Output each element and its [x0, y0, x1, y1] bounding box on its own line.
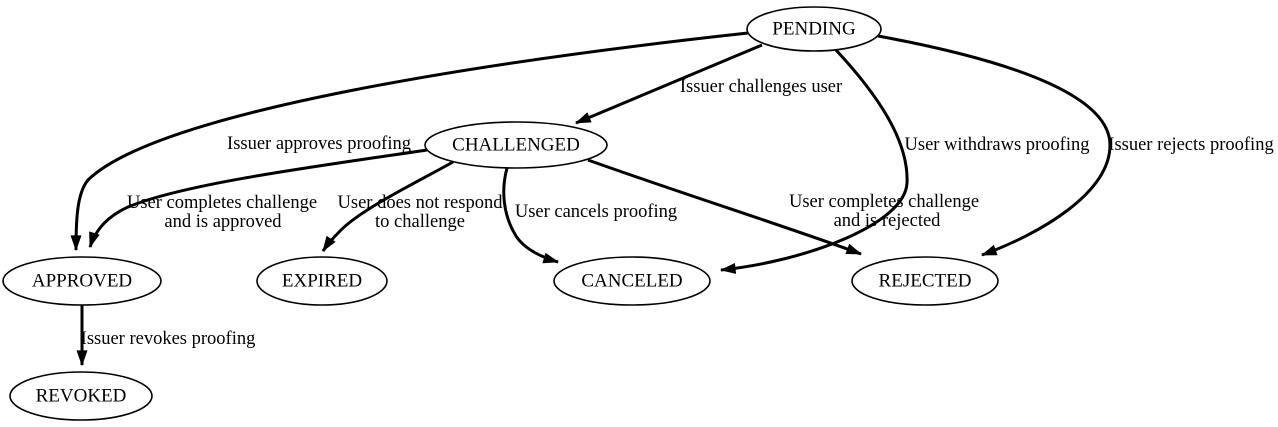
node-canceled: CANCELED: [553, 256, 711, 306]
edge-pending-to-canceled: [719, 48, 909, 274]
edge-label-challenged-to-approved-line1: User completes challenge: [127, 193, 317, 213]
node-expired-ellipse: [256, 256, 388, 306]
edge-label-challenged-to-expired-line2: to challenge: [375, 212, 465, 232]
node-canceled-label: CANCELED: [581, 271, 682, 292]
edge-label-challenged-to-rejected-line2: and is rejected: [834, 211, 942, 231]
node-expired: EXPIRED: [256, 256, 388, 306]
edge-label-approved-to-revoked-line1: Issuer revokes proofing: [81, 329, 256, 349]
node-challenged: CHALLENGED: [424, 121, 608, 169]
node-rejected: REJECTED: [851, 256, 999, 306]
node-pending: PENDING: [746, 6, 882, 52]
edge-challenged-to-rejected: [587, 158, 863, 256]
node-revoked-ellipse: [9, 371, 153, 421]
edge-pending-to-approved: [70, 31, 749, 252]
edge-label-challenged-to-expired-line1: User does not respond: [338, 193, 504, 213]
node-approved-label: APPROVED: [32, 271, 132, 292]
edge-label-challenged-to-approved-line2: and is approved: [164, 212, 282, 232]
edge-label-pending-to-rejected-line1: Issuer rejects proofing: [1108, 135, 1273, 155]
edge-label-pending-to-approved-line1: Issuer approves proofing: [227, 134, 411, 154]
node-challenged-ellipse: [424, 121, 608, 169]
node-expired-label: EXPIRED: [282, 271, 362, 292]
node-approved-ellipse: [2, 256, 162, 306]
node-revoked: REVOKED: [9, 371, 153, 421]
edge-challenged-to-approved: [88, 148, 428, 249]
edge-label-pending-to-canceled-line1: User withdraws proofing: [905, 135, 1090, 155]
node-pending-label: PENDING: [772, 19, 856, 40]
node-revoked-label: REVOKED: [36, 386, 127, 407]
edge-label-challenged-to-canceled-line1: User cancels proofing: [515, 202, 677, 222]
edge-label-challenged-to-rejected-line1: User completes challenge: [789, 192, 979, 212]
edge-pending-to-rejected: [877, 34, 1112, 257]
edge-label-pending-to-challenged-line1: Issuer challenges user: [680, 77, 842, 97]
node-pending-ellipse: [746, 6, 882, 52]
edge-challenged-to-canceled: [502, 167, 560, 264]
node-rejected-ellipse: [851, 256, 999, 306]
node-approved: APPROVED: [2, 256, 162, 306]
edge-challenged-to-expired: [321, 160, 454, 252]
node-rejected-label: REJECTED: [879, 271, 972, 292]
edge-pending-to-challenged: [574, 43, 763, 125]
node-canceled-ellipse: [553, 256, 711, 306]
node-challenged-label: CHALLENGED: [452, 135, 580, 156]
